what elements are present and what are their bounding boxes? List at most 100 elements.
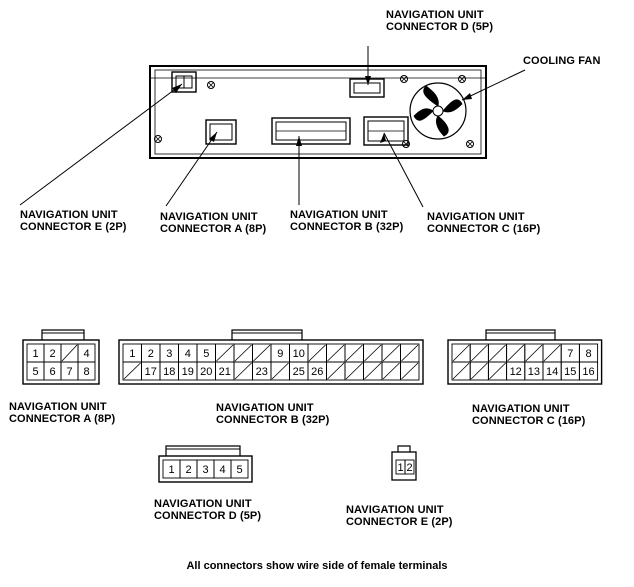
connector-c-unused-cavity-mark: [452, 362, 470, 380]
connector-c-unused-cavity-mark: [525, 344, 543, 362]
label-line-1: NAVIGATION UNIT: [216, 402, 314, 414]
label-line-1: NAVIGATION UNIT: [386, 9, 484, 21]
connector-b-unused-cavity-mark: [327, 362, 345, 380]
connector-c-pin-number: 14: [546, 366, 558, 378]
connector-c-pin-number: 7: [567, 348, 573, 360]
connector-c-pin-number: 13: [528, 366, 540, 378]
connector-b-pin-number: 19: [182, 366, 194, 378]
label-connector-c-top: NAVIGATION UNIT CONNECTOR C (16P): [427, 211, 540, 235]
connector-c-pin-number: 8: [585, 348, 591, 360]
connector-a-pin-number: 5: [32, 366, 38, 378]
connector-b-unused-cavity-mark: [401, 362, 419, 380]
connector-c-unused-cavity-mark: [543, 344, 561, 362]
connector-b-unused-cavity-mark: [271, 362, 289, 380]
connector-c-unused-cavity-mark: [489, 362, 506, 380]
label-line-1: NAVIGATION UNIT: [20, 209, 118, 221]
connector-e-housing: [391, 451, 417, 481]
connector-c-housing: [447, 339, 603, 385]
label-line-1: NAVIGATION UNIT: [154, 498, 252, 510]
label-line-2: CONNECTOR A (8P): [160, 223, 267, 235]
connector-a-pin-number: 6: [49, 366, 55, 378]
connector-e-pin-number: 1: [397, 462, 403, 474]
connector-b-pin-number: 5: [203, 348, 209, 360]
label-line-2: CONNECTOR E (2P): [20, 221, 127, 233]
navigation-unit-rear-panel: [149, 65, 487, 159]
label-line-2: CONNECTOR B (32P): [216, 414, 330, 426]
label-line-1: NAVIGATION UNIT: [160, 211, 258, 223]
connector-d-housing: [158, 455, 253, 483]
connector-b-pin-number: 9: [277, 348, 283, 360]
label-connector-a-bottom: NAVIGATION UNIT CONNECTOR A (8P): [9, 401, 115, 425]
connector-b-pin-number: 1: [129, 348, 135, 360]
connector-d-pin-number: 2: [185, 464, 191, 476]
connector-b-pin-number: 21: [219, 366, 231, 378]
connector-b-pin-number: 4: [185, 348, 191, 360]
leader-arrowheads: [172, 76, 472, 146]
label-line-2: CONNECTOR D (5P): [386, 21, 494, 33]
connector-d-pin-number: 5: [236, 464, 242, 476]
connector-c-unused-cavity-mark: [507, 344, 525, 362]
connector-b-unused-cavity-mark: [327, 344, 345, 362]
connector-a-pin-number: 7: [66, 366, 72, 378]
connector-b-unused-cavity-mark: [234, 362, 252, 380]
connector-d-cavity: [230, 459, 249, 479]
connector-b-unused-cavity-mark: [123, 362, 141, 380]
connector-a-pin-number: 8: [83, 366, 89, 378]
connector-b-pin-number: 10: [293, 348, 305, 360]
connector-b-unused-cavity-mark: [345, 362, 363, 380]
label-connector-b-bottom: NAVIGATION UNIT CONNECTOR B (32P): [216, 402, 329, 426]
connector-c-unused-cavity-mark: [470, 362, 488, 380]
connector-b-unused-cavity-mark: [216, 344, 234, 362]
label-line-2: CONNECTOR E (2P): [346, 516, 453, 528]
connector-a-cavity: [77, 361, 96, 381]
footer-caption: All connectors show wire side of female …: [186, 560, 448, 572]
connector-b-unused-cavity-mark: [308, 344, 326, 362]
connector-b-unused-cavity-mark: [382, 344, 400, 362]
connector-e-lock-tab: [397, 445, 411, 452]
label-line-1: NAVIGATION UNIT: [472, 403, 570, 415]
connector-b-pin-number: 2: [148, 348, 154, 360]
connector-c-unused-cavity-mark: [470, 344, 488, 362]
label-line-2: CONNECTOR D (5P): [154, 510, 262, 522]
label-connector-d-bottom: NAVIGATION UNIT CONNECTOR D (5P): [154, 498, 261, 522]
label-line-2: CONNECTOR B (32P): [290, 221, 404, 233]
connector-b-housing: [118, 339, 424, 385]
connector-e-pin-number: 2: [406, 462, 412, 474]
label-line-1: NAVIGATION UNIT: [427, 211, 525, 223]
connector-d-pin-number: 4: [219, 464, 225, 476]
label-connector-e-top: NAVIGATION UNIT CONNECTOR E (2P): [20, 209, 127, 233]
connector-b-lock-tab: [231, 329, 303, 340]
label-connector-d-top: NAVIGATION UNIT CONNECTOR D (5P): [386, 9, 493, 33]
connector-c-lock-tab: [485, 329, 556, 340]
connector-a-pin-number: 2: [49, 348, 55, 360]
label-connector-e-bottom: NAVIGATION UNIT CONNECTOR E (2P): [346, 504, 453, 528]
connector-b-unused-cavity-mark: [345, 344, 363, 362]
connector-b-unused-cavity-mark: [364, 344, 382, 362]
connector-c-pin-number: 16: [582, 366, 594, 378]
connector-c-pin-number: 12: [510, 366, 522, 378]
label-line-1: NAVIGATION UNIT: [9, 401, 107, 413]
connector-b-unused-cavity-mark: [382, 362, 400, 380]
connector-c-unused-cavity-mark: [489, 344, 506, 362]
connector-b-pin-number: 3: [166, 348, 172, 360]
connector-b-pin-number: 23: [256, 366, 268, 378]
connector-b-pin-number: 17: [145, 366, 157, 378]
connector-c-cavity: [578, 361, 599, 381]
label-connector-a-top: NAVIGATION UNIT CONNECTOR A (8P): [160, 211, 266, 235]
connector-e-cavity: [404, 459, 415, 475]
connector-b-unused-cavity-mark: [364, 362, 382, 380]
connector-b-cavity: [400, 361, 420, 381]
label-cooling-fan: COOLING FAN: [523, 55, 601, 67]
connector-d-pin-number: 1: [168, 464, 174, 476]
label-line-2: CONNECTOR C (16P): [427, 223, 541, 235]
label-line-2: CONNECTOR C (16P): [472, 415, 586, 427]
connector-a-pin-number: 1: [32, 348, 38, 360]
label-connector-c-bottom: NAVIGATION UNIT CONNECTOR C (16P): [472, 403, 585, 427]
